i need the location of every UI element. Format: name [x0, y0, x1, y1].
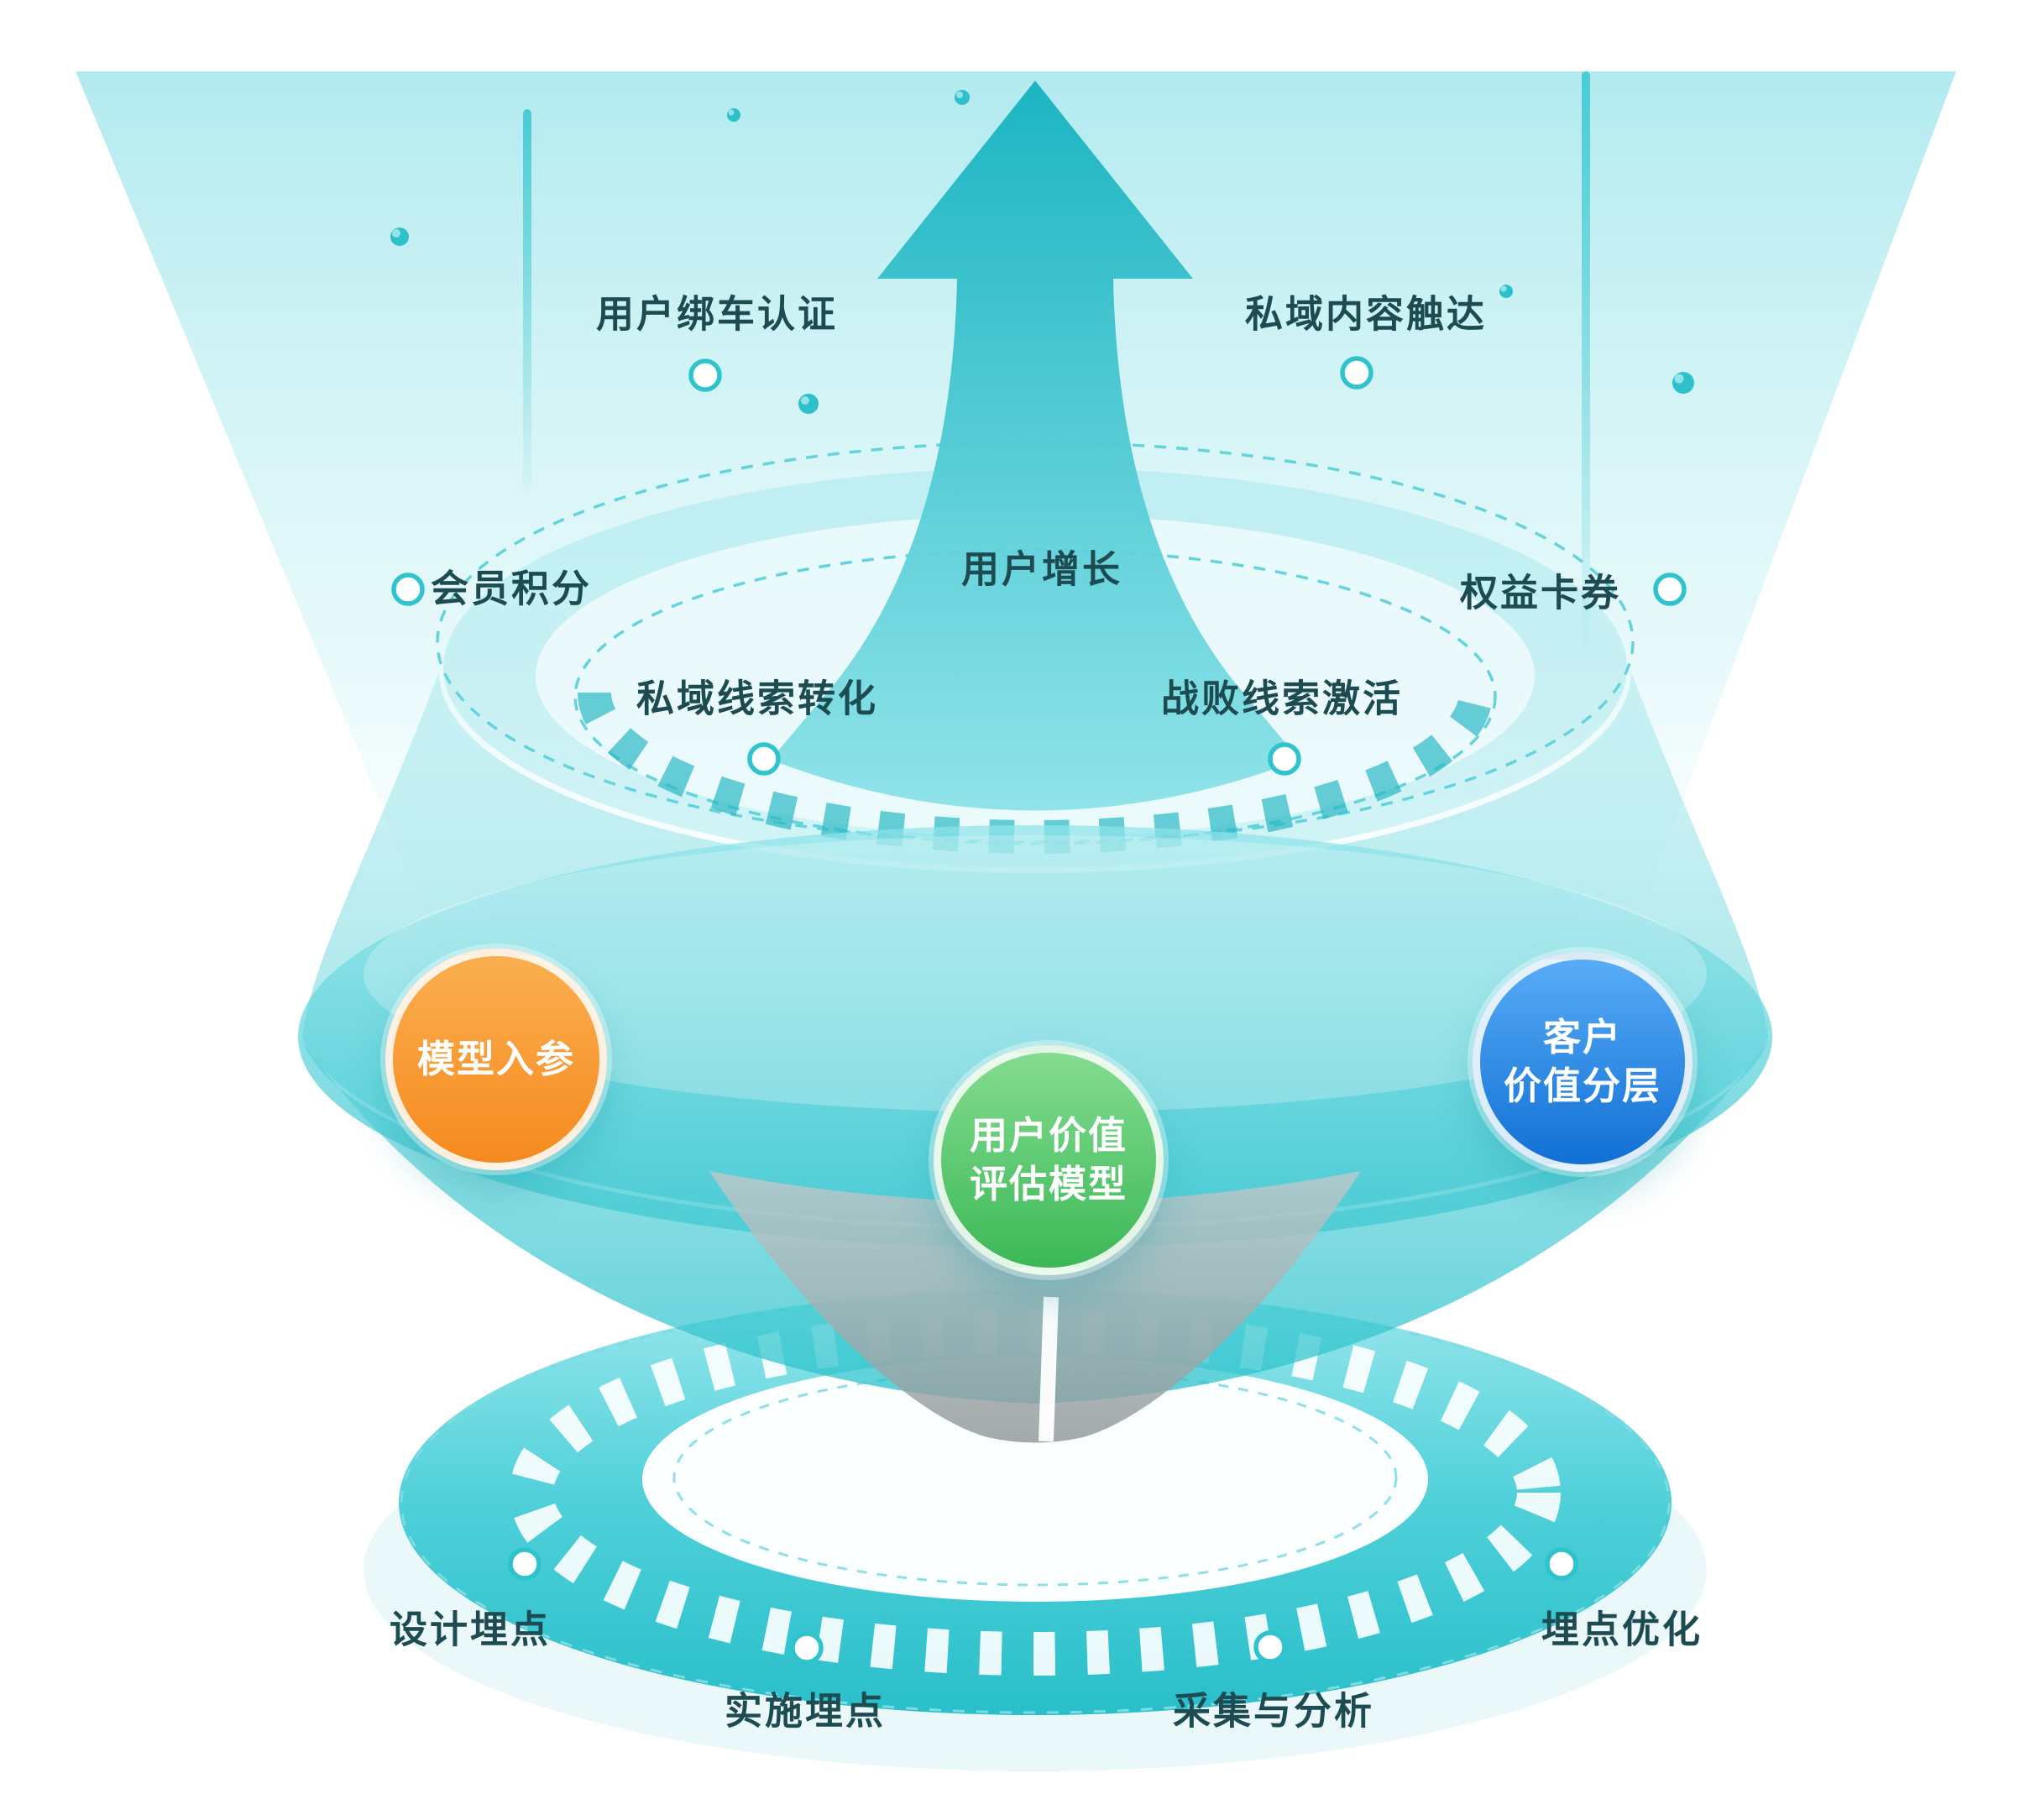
- label-lost-lead-activation: 战败线索激活: [1160, 677, 1404, 720]
- anchor-private-content-reach: [1340, 356, 1373, 390]
- light-streaks: [523, 71, 1590, 676]
- anchor-implement-tracking: [790, 1631, 824, 1665]
- anchor-lost-lead-activation: [1268, 742, 1301, 776]
- label-benefit-coupons: 权益卡券: [1459, 571, 1622, 615]
- anchor-design-tracking: [508, 1547, 542, 1581]
- funnel-bowl: [298, 825, 1772, 1248]
- bubbles: [390, 90, 1694, 414]
- label-user-car-binding: 用户绑车认证: [595, 292, 839, 336]
- funnel-lower: [302, 1041, 1768, 1404]
- anchor-collect-analyze: [1253, 1630, 1287, 1664]
- anchor-member-points: [391, 573, 425, 606]
- inner-cone: [709, 1171, 1361, 1443]
- label-private-content-reach: 私域内容触达: [1244, 292, 1488, 336]
- node-user-value-model: 用户价值 评估模型: [934, 1045, 1164, 1275]
- anchor-private-lead-conversion: [747, 742, 781, 776]
- label-tracking-optimization: 埋点优化: [1541, 1608, 1703, 1651]
- node-customer-value-tiering: 客户 价值分层: [1473, 952, 1693, 1172]
- anchor-markers: [391, 356, 1687, 1665]
- node-customer-value-tiering-line1: 客户: [1542, 1015, 1622, 1059]
- label-member-points: 会员积分: [430, 567, 593, 610]
- node-user-value-model-line2: 评估模型: [969, 1163, 1127, 1205]
- label-user-growth: 用户增长: [960, 547, 1123, 591]
- label-design-tracking: 设计埋点: [389, 1608, 552, 1651]
- label-private-lead-conversion: 私域线索转化: [636, 677, 879, 720]
- cone-slit: [1038, 1296, 1059, 1442]
- anchor-tracking-optimization: [1545, 1547, 1578, 1581]
- anchor-user-car-binding: [688, 358, 722, 392]
- node-model-input: 模型入参: [385, 949, 607, 1170]
- growth-arrow-icon: [771, 81, 1300, 811]
- label-implement-tracking: 实施埋点: [724, 1689, 887, 1733]
- node-user-value-model-line1: 用户价值: [969, 1113, 1127, 1157]
- node-customer-value-tiering-line2: 价值分层: [1503, 1064, 1661, 1107]
- label-collect-analyze: 采集与分析: [1172, 1689, 1375, 1733]
- ratchet-ring-upper: [578, 692, 1493, 854]
- anchor-benefit-coupons: [1653, 573, 1687, 606]
- node-model-input-label: 模型入参: [416, 1037, 575, 1080]
